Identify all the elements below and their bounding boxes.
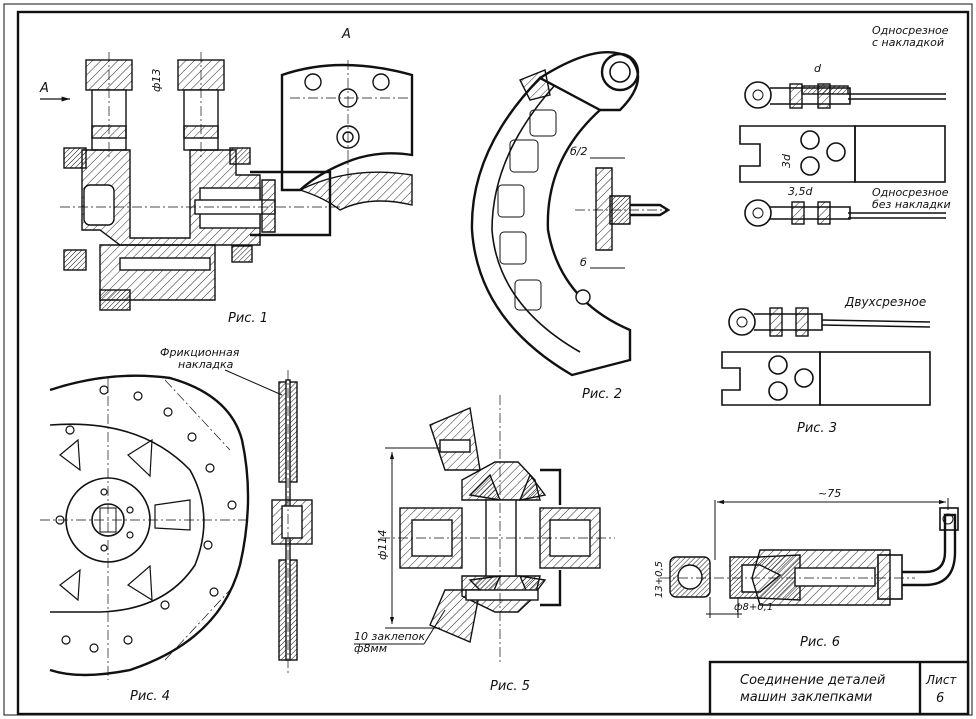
fig6-dim-hole: ф8+0,1 — [734, 602, 773, 613]
sheet-number: 6 — [936, 691, 944, 706]
title-line-2: машин заклепками — [740, 690, 872, 705]
fig4-friction-label-2: накладка — [178, 358, 234, 371]
fig3-label-single-with-plate-1: Односрезное — [872, 24, 949, 37]
sheet-inner-frame — [16, 10, 970, 716]
fig5-rivets-label-2: ф8мм — [354, 642, 387, 655]
figure-2: б/2 б Рис. 2 — [470, 51, 671, 402]
fig4-friction-label-1: Фрикционная — [160, 346, 240, 359]
fig3-label-single-without-plate-1: Односрезное — [872, 186, 949, 199]
title-line-1: Соединение деталей — [740, 673, 885, 688]
fig3-label-single-without-plate-2: без накладки — [872, 198, 951, 211]
fig6-dim-length: ~75 — [818, 487, 841, 500]
fig1-dim-diameter: ф13 — [150, 69, 163, 92]
fig1-arrow-label: A — [39, 81, 49, 96]
fig3-caption: Рис. 3 — [797, 421, 837, 436]
fig3-dim-d: d — [814, 62, 822, 75]
figure-5: ф114 10 заклепок ф8мм Рис. 5 — [354, 395, 615, 694]
fig1-view-label: A — [341, 27, 351, 42]
figure-4: Фрикционная накладка Рис. 4 — [40, 346, 313, 704]
figure-6: ~75 13+0,5 ф8+0,1 Рис. 6 — [654, 487, 959, 650]
fig5-dim-diameter: ф114 — [376, 530, 389, 560]
figure-3: Односрезное с накладкой Односрезное без … — [721, 24, 951, 436]
fig4-caption: Рис. 4 — [130, 689, 170, 704]
fig3-label-double-shear: Двухсрезное — [844, 295, 926, 309]
fig2-dim-full: б — [580, 256, 587, 269]
fig6-dim-height: 13+0,5 — [654, 561, 665, 598]
title-block: Соединение деталей машин заклепками Лист… — [708, 660, 970, 716]
fig5-rivets-label-1: 10 заклепок — [354, 630, 425, 643]
figure-1: A A ф13 Рис. 1 — [39, 27, 414, 326]
fig6-caption: Рис. 6 — [800, 635, 840, 650]
fig2-dim-half: б/2 — [570, 145, 588, 158]
fig5-caption: Рис. 5 — [490, 679, 530, 694]
fig3-label-single-with-plate-2: с накладкой — [872, 36, 944, 49]
fig2-caption: Рис. 2 — [582, 387, 622, 402]
sheet-label: Лист — [925, 673, 957, 687]
fig1-caption: Рис. 1 — [228, 311, 268, 326]
fig3-dim-3d: 3d — [780, 153, 793, 168]
fig3-dim-35d: 3,5d — [788, 185, 813, 198]
